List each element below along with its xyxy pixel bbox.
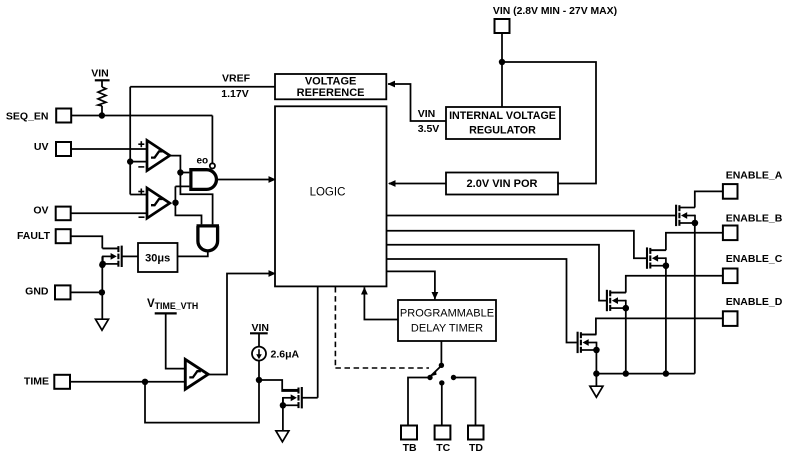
- svg-text:PROGRAMMABLE: PROGRAMMABLE: [400, 307, 494, 319]
- svg-text:GND: GND: [25, 286, 49, 298]
- svg-text:UV: UV: [34, 141, 49, 153]
- svg-text:eo: eo: [196, 155, 208, 166]
- svg-text:VIN: VIN: [91, 67, 109, 79]
- svg-text:1.17V: 1.17V: [221, 88, 248, 100]
- svg-text:30μs: 30μs: [145, 252, 170, 264]
- svg-text:2.6μA: 2.6μA: [271, 348, 300, 360]
- svg-text:TIME: TIME: [24, 376, 49, 388]
- svg-text:ENABLE_D: ENABLE_D: [726, 296, 783, 308]
- svg-text:INTERNAL VOLTAGE: INTERNAL VOLTAGE: [449, 110, 556, 122]
- svg-text:VIN: VIN: [252, 322, 270, 334]
- svg-text:SEQ_EN: SEQ_EN: [6, 110, 49, 122]
- svg-text:VOLTAGE: VOLTAGE: [305, 75, 357, 87]
- svg-text:REGULATOR: REGULATOR: [469, 125, 536, 137]
- svg-text:VREF: VREF: [222, 73, 251, 85]
- svg-text:REFERENCE: REFERENCE: [297, 87, 365, 99]
- svg-text:OV: OV: [33, 205, 48, 217]
- svg-text:3.5V: 3.5V: [418, 123, 440, 135]
- svg-text:TD: TD: [469, 442, 483, 454]
- svg-text:TB: TB: [403, 442, 417, 454]
- svg-text:LOGIC: LOGIC: [310, 186, 346, 198]
- svg-text:DELAY TIMER: DELAY TIMER: [411, 322, 483, 334]
- svg-text:VIN: VIN: [418, 108, 436, 120]
- svg-text:FAULT: FAULT: [17, 230, 51, 242]
- svg-text:2.0V VIN POR: 2.0V VIN POR: [467, 178, 538, 190]
- svg-text:VTIME_VTH: VTIME_VTH: [147, 298, 198, 311]
- svg-text:VIN (2.8V MIN - 27V MAX): VIN (2.8V MIN - 27V MAX): [493, 6, 617, 17]
- svg-text:ENABLE_B: ENABLE_B: [726, 213, 783, 225]
- svg-text:ENABLE_C: ENABLE_C: [726, 253, 783, 265]
- svg-text:ENABLE_A: ENABLE_A: [726, 170, 783, 182]
- svg-text:TC: TC: [436, 442, 450, 454]
